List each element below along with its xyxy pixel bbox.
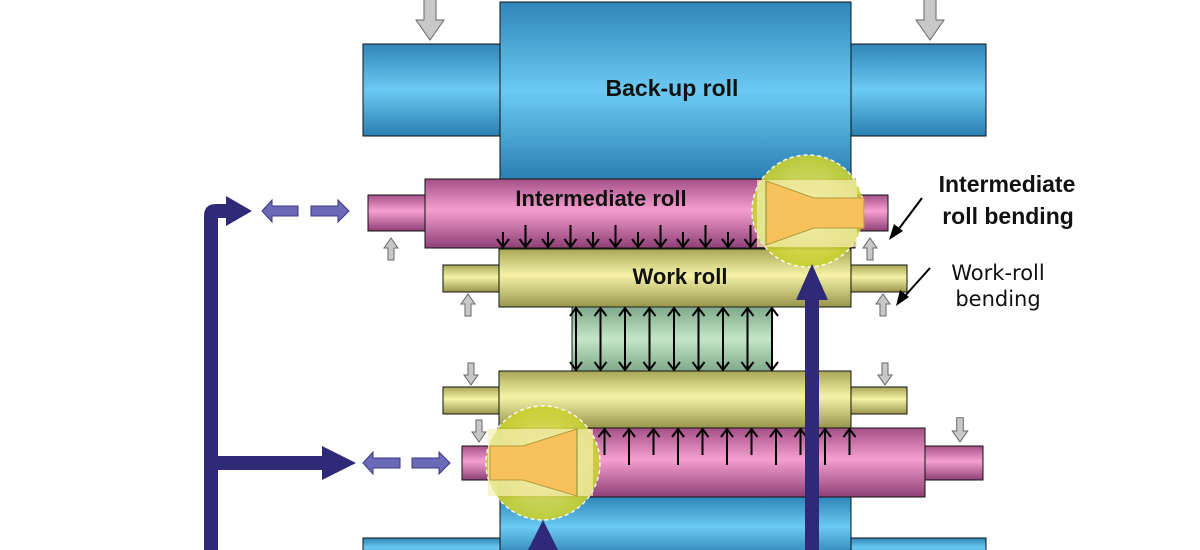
pressure-arrow-head-icon: [716, 361, 730, 372]
gray-load-arrow-icon: [471, 419, 487, 443]
pressure-arrow-head-icon: [518, 238, 533, 249]
pressure-arrow-head-icon: [716, 306, 730, 317]
pressure-arrow-head-icon: [740, 361, 755, 372]
pressure-arrow-head-icon: [676, 238, 690, 249]
backup-roll-label: Back-up roll: [606, 75, 739, 101]
gray-load-arrow-icon: [915, 0, 945, 41]
left-dashed-arrow-icon: [261, 198, 299, 224]
top-shift-arrow-icon: [204, 196, 252, 550]
pressure-arrow-head-icon: [744, 427, 759, 438]
bottom-intermediate-neck-right: [922, 445, 984, 481]
pressure-arrow-head-icon: [721, 238, 735, 249]
pressure-arrow-head-icon: [743, 238, 758, 249]
right-dashed-arrow-icon: [310, 198, 350, 224]
gray-load-arrow-icon: [460, 293, 476, 317]
pressure-arrow-head-icon: [698, 238, 713, 249]
pressure-arrow-head-icon: [642, 306, 657, 317]
left-dashed-arrow-icon: [362, 450, 401, 476]
intermediate-bending-label-line2: roll bending: [942, 203, 1074, 229]
right-shift-arrowhead-icon: [796, 264, 828, 300]
pressure-arrow-head-icon: [691, 361, 706, 372]
pressure-arrow-head-icon: [667, 361, 681, 372]
bottom-work-neck-right: [848, 386, 908, 415]
callout-arrowhead-icon: [889, 224, 903, 240]
shift-arrows: [204, 196, 828, 550]
top-backup-body: [499, 1, 852, 181]
pressure-arrow-head-icon: [593, 361, 608, 372]
pressure-arrow-head-icon: [563, 238, 578, 249]
bottom-shift-arrow-icon: [218, 446, 356, 480]
pressure-arrow-head-icon: [541, 238, 555, 249]
work-bending-label-line2: bending: [955, 287, 1040, 311]
top-work-roll: Work roll: [442, 248, 908, 308]
callout-arrowhead-icon: [896, 290, 909, 306]
pressure-arrow-head-icon: [642, 361, 657, 372]
pressure-arrow-head-icon: [653, 238, 668, 249]
dashed-double-arrows: [261, 198, 451, 476]
pressure-arrow-head-icon: [671, 427, 685, 438]
pressure-arrow-head-icon: [618, 306, 632, 317]
callout-line: [897, 197, 923, 231]
bottom-backup-neck-left: [362, 537, 504, 550]
pressure-arrow-head-icon: [631, 238, 645, 249]
pressure-arrow-head-icon: [618, 361, 632, 372]
pressure-arrow-head-icon: [842, 427, 857, 438]
top-work-neck-right: [848, 264, 908, 293]
gray-load-arrow-icon: [463, 362, 479, 386]
pressure-arrow-head-icon: [569, 361, 583, 372]
top-backup-neck-right: [847, 43, 987, 137]
bottom-taper-highlight: [485, 405, 601, 521]
gray-load-arrow-icon: [951, 417, 969, 443]
right-dashed-arrow-icon: [411, 450, 451, 476]
work-roll-label: Work roll: [633, 264, 728, 289]
strip: [571, 306, 773, 372]
bottom-backup-neck-right: [847, 537, 987, 550]
pressure-arrow-head-icon: [765, 361, 779, 372]
pressure-arrow-head-icon: [593, 306, 608, 317]
right-shift-shaft: [805, 298, 819, 550]
force-arrows: [383, 0, 969, 465]
gray-load-arrow-icon: [415, 0, 445, 41]
intermediate-bending-label-line1: Intermediate: [939, 171, 1076, 197]
bottom-backup-roll: [362, 496, 987, 550]
gray-load-arrow-icon: [383, 237, 399, 261]
intermediate-roll-label: Intermediate roll: [515, 186, 686, 211]
pressure-arrow-head-icon: [608, 238, 623, 249]
work-bending-callout: Work-roll bending: [896, 261, 1045, 311]
callout-line: [903, 267, 931, 298]
work-bending-label-line1: Work-roll: [951, 261, 1044, 285]
pressure-arrow-head-icon: [765, 306, 779, 317]
top-work-neck-left: [442, 264, 502, 293]
pressure-arrow-head-icon: [720, 427, 734, 438]
pressure-arrow-head-icon: [691, 306, 706, 317]
top-intermediate-neck-left: [367, 194, 429, 232]
gray-load-arrow-icon: [875, 293, 891, 317]
top-taper-highlight: [751, 154, 865, 268]
top-backup-neck-left: [362, 43, 504, 137]
top-backup-roll: Back-up roll: [362, 1, 987, 181]
gray-load-arrow-icon: [862, 237, 878, 261]
pressure-arrow-head-icon: [695, 427, 710, 438]
pressure-arrow-head-icon: [667, 306, 681, 317]
pressure-arrow-head-icon: [622, 427, 636, 438]
pressure-arrow-head-icon: [569, 306, 583, 317]
pressure-arrow-head-icon: [793, 427, 808, 438]
pressure-arrow-head-icon: [740, 306, 755, 317]
intermediate-bending-callout: Intermediate roll bending: [889, 171, 1075, 240]
pressure-arrow-head-icon: [597, 427, 612, 438]
bottom-work-roll: [442, 370, 908, 429]
pressure-arrow-head-icon: [818, 427, 832, 438]
bottom-shift-arrowhead-icon: [528, 520, 558, 550]
pressure-arrow-head-icon: [496, 238, 510, 249]
pressure-arrow-head-icon: [586, 238, 600, 249]
gray-load-arrow-icon: [877, 362, 893, 386]
pressure-arrow-head-icon: [769, 427, 783, 438]
pressure-arrow-head-icon: [646, 427, 661, 438]
bottom-work-neck-left: [442, 386, 502, 415]
